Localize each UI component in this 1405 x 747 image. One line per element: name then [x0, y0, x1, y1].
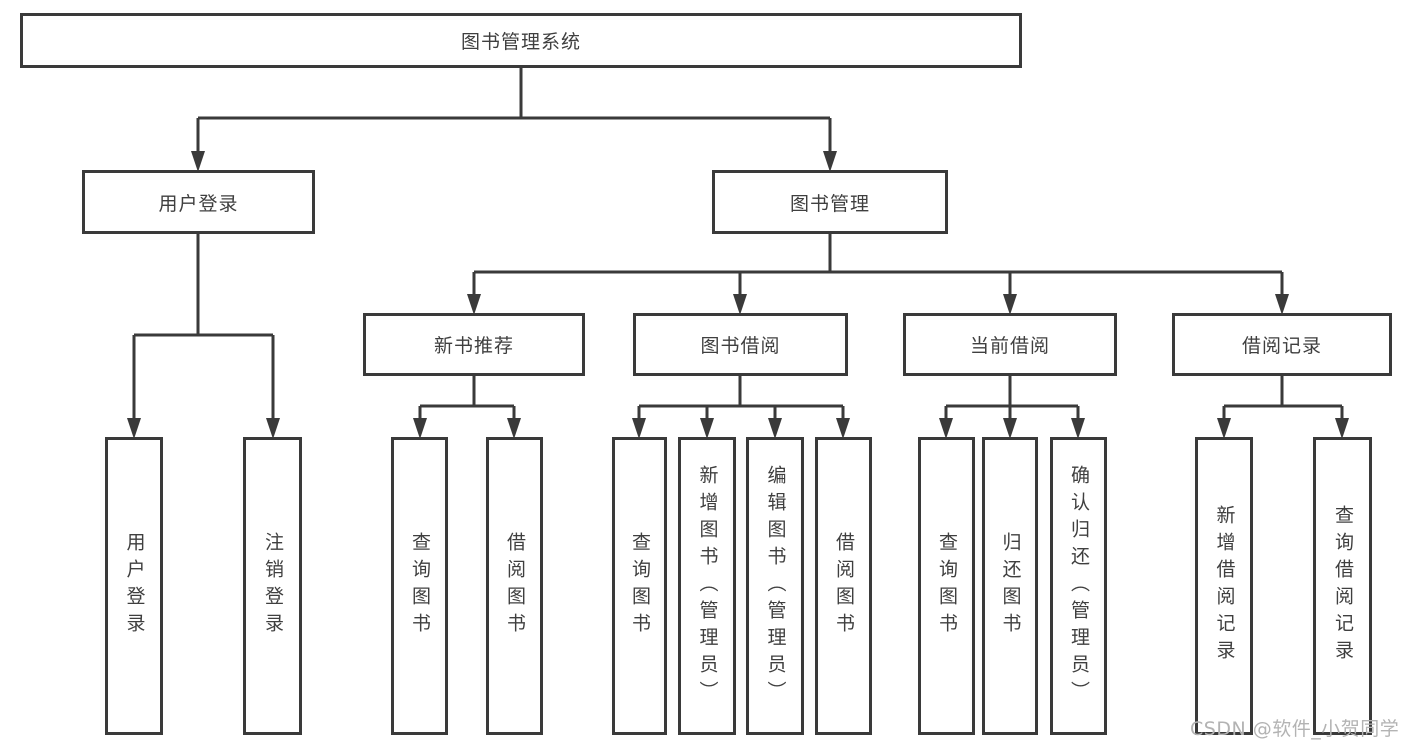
arrowhead-icon [1217, 418, 1231, 439]
node-borrowing-records: 借阅记录 [1172, 313, 1392, 376]
arrowhead-icon [467, 294, 481, 315]
arrowhead-icon [1071, 418, 1085, 439]
node-current-borrowing: 当前借阅 [903, 313, 1117, 376]
arrowhead-icon [1275, 294, 1289, 315]
node-book-management: 图书管理 [712, 170, 948, 234]
leaf-edit-books-admin: 编辑图书（管理员） [746, 437, 804, 735]
leaf-borrow-books-recommend: 借阅图书 [486, 437, 543, 735]
arrowhead-icon [1003, 294, 1017, 315]
csdn-watermark: CSDN @软件_小贺同学 [1190, 718, 1400, 740]
arrowhead-icon [413, 418, 427, 439]
arrowhead-icon [127, 418, 141, 439]
leaf-query-books-recommend: 查询图书 [391, 437, 448, 735]
node-new-book-recommendation: 新书推荐 [363, 313, 585, 376]
arrowhead-icon [700, 418, 714, 439]
arrowhead-icon [733, 294, 747, 315]
arrowhead-icon [632, 418, 646, 439]
arrowhead-icon [1003, 418, 1017, 439]
arrowhead-icon [823, 151, 837, 172]
leaf-user-login: 用户登录 [105, 437, 163, 735]
leaf-query-borrow-record: 查询借阅记录 [1313, 437, 1372, 735]
node-user-login: 用户登录 [82, 170, 315, 234]
arrowhead-icon [836, 418, 850, 439]
arrowhead-icon [768, 418, 782, 439]
leaf-confirm-return-admin: 确认归还（管理员） [1050, 437, 1107, 735]
node-library-management-system: 图书管理系统 [20, 13, 1022, 68]
arrowhead-icon [191, 151, 205, 172]
arrowhead-icon [1335, 418, 1349, 439]
leaf-query-books-current: 查询图书 [918, 437, 975, 735]
leaf-query-books-borrow: 查询图书 [612, 437, 667, 735]
leaf-return-books: 归还图书 [982, 437, 1038, 735]
leaf-logout: 注销登录 [243, 437, 302, 735]
arrowhead-icon [507, 418, 521, 439]
arrowhead-icon [266, 418, 280, 439]
leaf-add-borrow-record: 新增借阅记录 [1195, 437, 1253, 735]
arrowhead-icon [939, 418, 953, 439]
leaf-add-books-admin: 新增图书（管理员） [678, 437, 736, 735]
node-book-borrowing: 图书借阅 [633, 313, 848, 376]
leaf-borrow-books: 借阅图书 [815, 437, 872, 735]
